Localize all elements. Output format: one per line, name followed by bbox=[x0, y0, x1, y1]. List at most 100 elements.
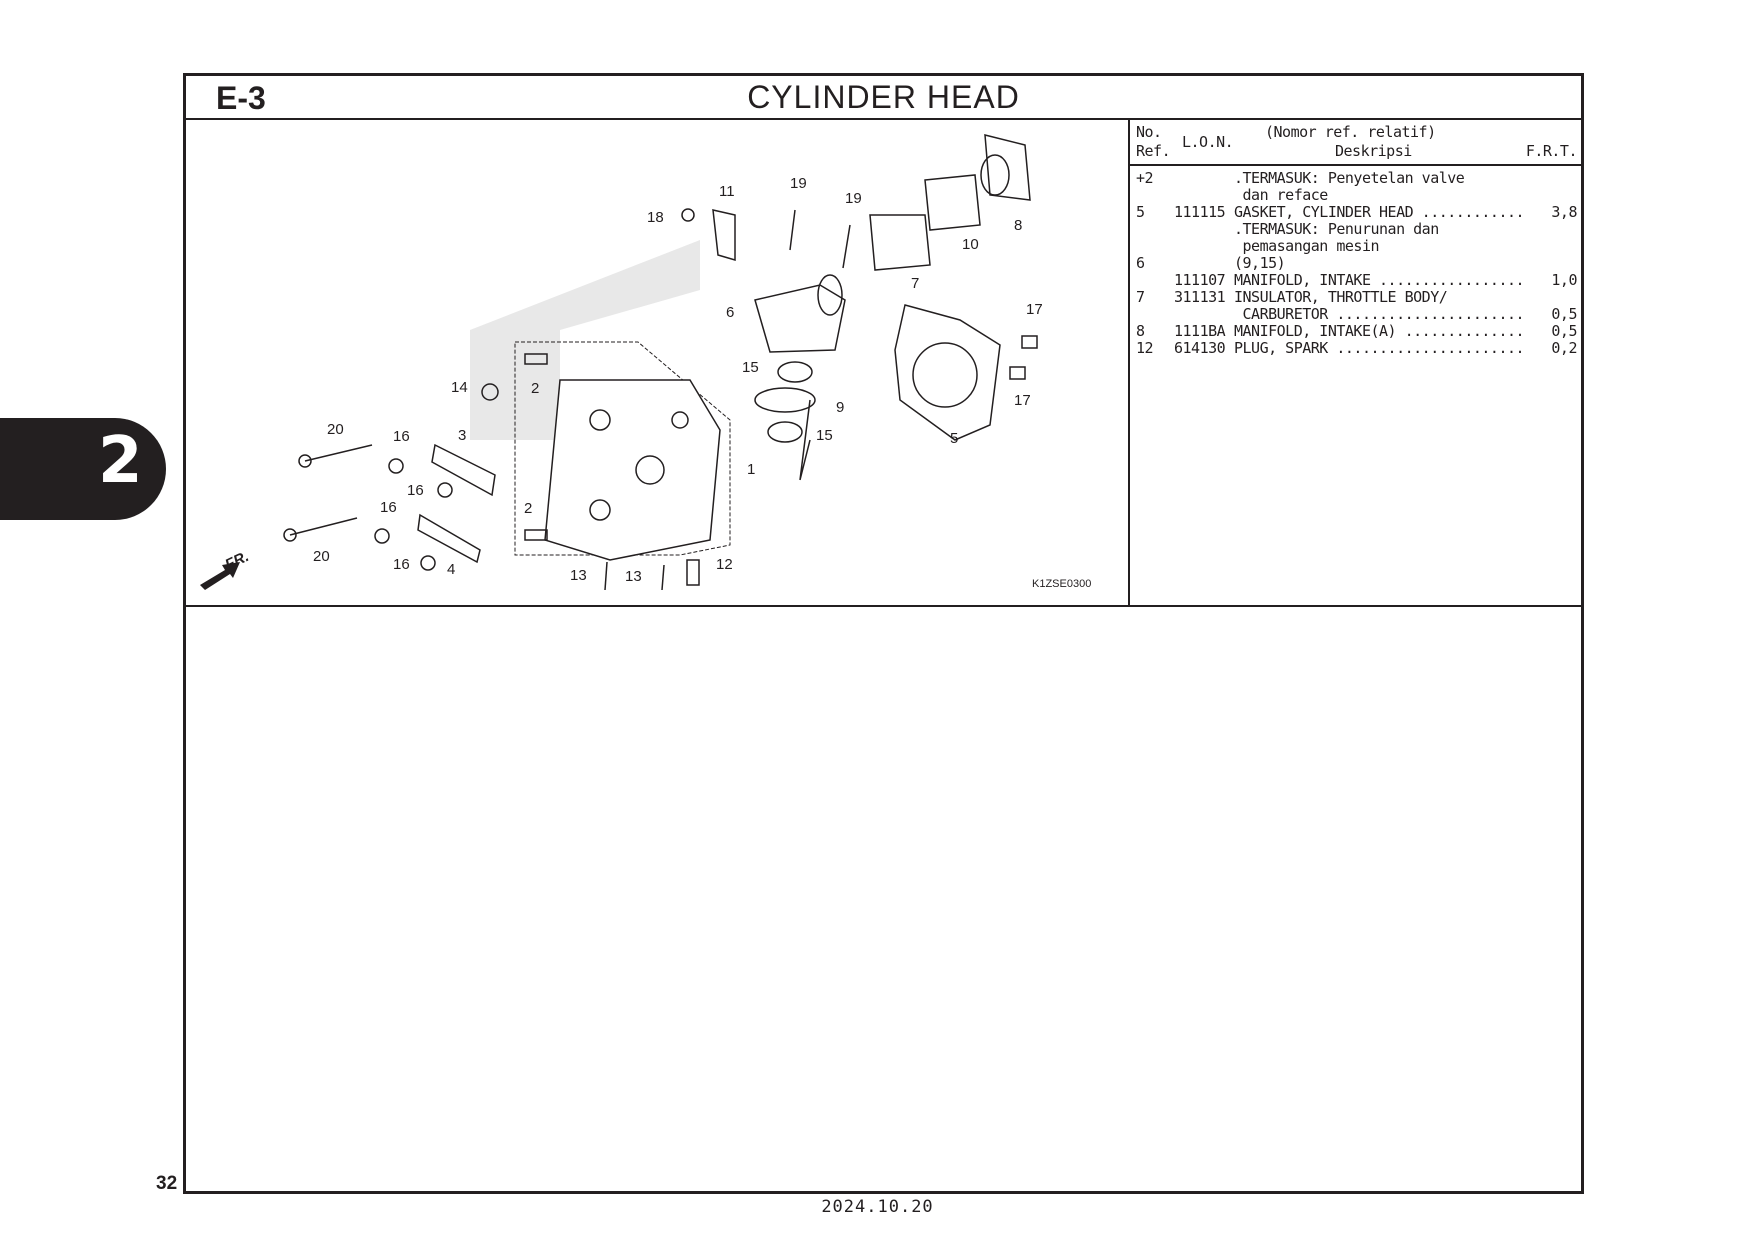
callout-13: 13 bbox=[570, 567, 587, 584]
insulator-part bbox=[869, 214, 931, 271]
header-desc: Deskripsi bbox=[1335, 142, 1412, 160]
ref-cell: 5 bbox=[1136, 203, 1145, 221]
header-desc-top: (Nomor ref. relatif) bbox=[1265, 123, 1436, 141]
callout-19: 19 bbox=[790, 175, 807, 192]
description-cell: .TERMASUK: Penurunan dan bbox=[1234, 220, 1439, 238]
table-row: 111107 MANIFOLD, INTAKE .................… bbox=[1130, 272, 1581, 289]
description-cell: (9,15) bbox=[1234, 254, 1286, 272]
chapter-number: 2 bbox=[98, 424, 143, 498]
dotted-shadow bbox=[470, 240, 700, 440]
ref-cell: 8 bbox=[1136, 322, 1145, 340]
table-row: dan reface bbox=[1130, 187, 1581, 204]
table-row: +2 .TERMASUK: Penyetelan valve bbox=[1130, 170, 1581, 187]
lon-cell: 614130 bbox=[1174, 339, 1226, 357]
description-cell: MANIFOLD, INTAKE ................. bbox=[1234, 271, 1525, 289]
parts-table: No. Ref. L.O.N. (Nomor ref. relatif) Des… bbox=[1130, 120, 1581, 607]
front-label: FR. bbox=[223, 548, 252, 574]
revision-date: 2024.10.20 bbox=[821, 1197, 934, 1217]
assembly-outline bbox=[514, 341, 731, 556]
callout-5: 5 bbox=[950, 430, 958, 447]
description-cell: CARBURETOR ...................... bbox=[1234, 305, 1525, 323]
callout-17: 17 bbox=[1026, 301, 1043, 318]
ref-cell: +2 bbox=[1136, 169, 1154, 187]
description-cell: GASKET, CYLINDER HEAD ............ bbox=[1234, 203, 1525, 221]
frt-cell: 0,2 bbox=[1551, 339, 1577, 357]
cylinder-head-gasket bbox=[894, 304, 1001, 441]
header-lon: L.O.N. bbox=[1182, 133, 1234, 151]
ref-cell: 7 bbox=[1136, 288, 1145, 306]
callout-15: 15 bbox=[742, 359, 759, 376]
front-arrow-icon bbox=[200, 562, 240, 590]
callout-2: 2 bbox=[524, 500, 532, 517]
callout-16: 16 bbox=[407, 482, 424, 499]
description-cell: INSULATOR, THROTTLE BODY/ bbox=[1234, 288, 1448, 306]
callout-19: 19 bbox=[845, 190, 862, 207]
ref-cell: 12 bbox=[1136, 339, 1154, 357]
parts-table-body: +2 .TERMASUK: Penyetelan valve dan reface… bbox=[1130, 166, 1581, 357]
frt-cell: 0,5 bbox=[1551, 305, 1577, 323]
section-header: E-3 CYLINDER HEAD bbox=[186, 76, 1581, 120]
manifold-a-part bbox=[924, 174, 981, 231]
callout-15: 15 bbox=[816, 427, 833, 444]
callout-16: 16 bbox=[393, 428, 410, 445]
figure-code: K1ZSE0300 bbox=[1032, 578, 1091, 590]
callout-13: 13 bbox=[625, 568, 642, 585]
lon-cell: 111107 bbox=[1174, 271, 1226, 289]
frt-cell: 1,0 bbox=[1551, 271, 1577, 289]
frt-cell: 0,5 bbox=[1551, 322, 1577, 340]
callout-16: 16 bbox=[380, 499, 397, 516]
callout-12: 12 bbox=[716, 556, 733, 573]
section-code: E-3 bbox=[216, 80, 266, 116]
cylinder-head-part bbox=[544, 379, 721, 561]
table-row: CARBURETOR ...................... 0,5 bbox=[1130, 306, 1581, 323]
description-cell: MANIFOLD, INTAKE(A) .............. bbox=[1234, 322, 1525, 340]
page-number: 32 bbox=[156, 1173, 178, 1194]
description-cell: PLUG, SPARK ...................... bbox=[1234, 339, 1525, 357]
ref-cell: 6 bbox=[1136, 254, 1145, 272]
callout-18: 18 bbox=[647, 209, 664, 226]
description-cell: pemasangan mesin bbox=[1234, 237, 1380, 255]
table-row: 8 1111BA MANIFOLD, INTAKE(A) .............… bbox=[1130, 323, 1581, 340]
lon-cell: 311131 bbox=[1174, 288, 1226, 306]
table-row: 6 (9,15) bbox=[1130, 255, 1581, 272]
callout-9: 9 bbox=[836, 399, 844, 416]
callout-4: 4 bbox=[447, 561, 455, 578]
callout-6: 6 bbox=[726, 304, 734, 321]
table-row: .TERMASUK: Penurunan dan bbox=[1130, 221, 1581, 238]
o-ring-15 bbox=[767, 421, 803, 443]
callout-14: 14 bbox=[451, 379, 468, 396]
table-row: 5 111115 GASKET, CYLINDER HEAD ...........… bbox=[1130, 204, 1581, 221]
header-frt: F.R.T. bbox=[1525, 142, 1578, 160]
callout-3: 3 bbox=[458, 427, 466, 444]
lon-cell: 111115 bbox=[1174, 203, 1226, 221]
parts-table-header: No. Ref. L.O.N. (Nomor ref. relatif) Des… bbox=[1130, 120, 1581, 166]
description-cell: dan reface bbox=[1234, 186, 1329, 204]
callout-2: 2 bbox=[531, 380, 539, 397]
callout-11: 11 bbox=[719, 183, 735, 200]
description-cell: .TERMASUK: Penyetelan valve bbox=[1234, 169, 1465, 187]
header-ref: Ref. bbox=[1136, 142, 1171, 160]
page-frame: E-3 CYLINDER HEAD No. Ref. L.O.N. (Nomor… bbox=[183, 73, 1584, 1194]
o-ring-15 bbox=[777, 361, 813, 383]
intake-manifold-part bbox=[754, 284, 846, 353]
chapter-tab: 2 bbox=[0, 418, 166, 520]
insulator-9 bbox=[754, 387, 816, 413]
callout-17: 17 bbox=[1014, 392, 1031, 409]
callout-1: 1 bbox=[747, 461, 755, 478]
callout-16: 16 bbox=[393, 556, 410, 573]
header-no: No. bbox=[1136, 123, 1162, 141]
table-row: 7 311131 INSULATOR, THROTTLE BODY/ bbox=[1130, 289, 1581, 306]
callout-8: 8 bbox=[1014, 217, 1022, 234]
callout-7: 7 bbox=[911, 275, 919, 292]
table-row: pemasangan mesin bbox=[1130, 238, 1581, 255]
callout-10: 10 bbox=[962, 236, 979, 253]
exploded-diagram-panel bbox=[186, 120, 1130, 607]
table-row: 12 614130 PLUG, SPARK ....................… bbox=[1130, 340, 1581, 357]
callout-20: 20 bbox=[327, 421, 344, 438]
callout-20: 20 bbox=[313, 548, 330, 565]
frt-cell: 3,8 bbox=[1551, 203, 1577, 221]
lon-cell: 1111BA bbox=[1174, 322, 1226, 340]
page-title: CYLINDER HEAD bbox=[747, 79, 1020, 115]
